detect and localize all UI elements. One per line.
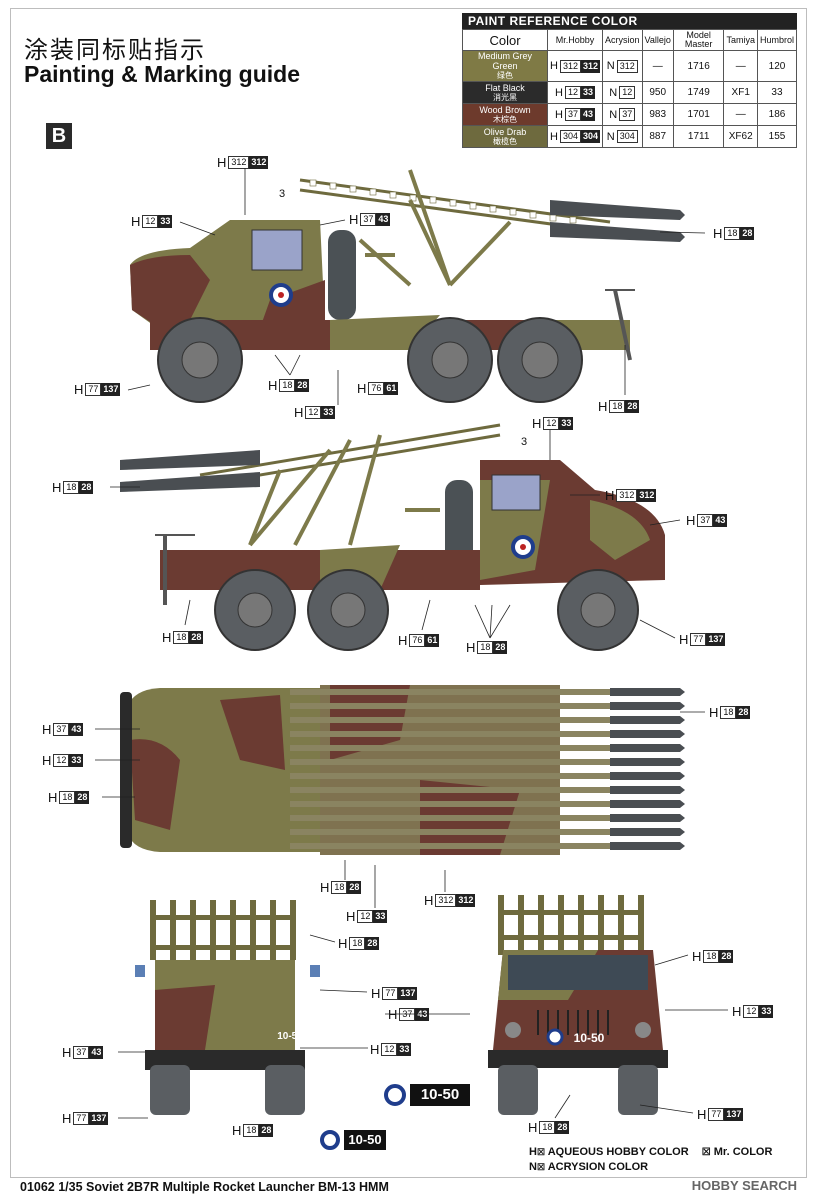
roundel-decal xyxy=(320,1130,340,1150)
launcher-frame xyxy=(358,169,512,287)
truck-rear-view xyxy=(135,900,320,1115)
page-frame xyxy=(10,8,807,1178)
rear-plate: 10-50 xyxy=(277,1031,303,1042)
launcher-rack xyxy=(498,895,644,955)
rear-frame xyxy=(145,1050,305,1070)
cab-window xyxy=(491,474,541,511)
rocket xyxy=(120,450,260,470)
wheel xyxy=(265,1065,305,1115)
wheel xyxy=(618,1065,658,1115)
cab-rear xyxy=(290,688,320,852)
truck-left-side-view xyxy=(120,423,665,651)
wheel xyxy=(150,1065,190,1115)
wheel xyxy=(498,1065,538,1115)
truck-right-side-view xyxy=(130,169,685,403)
spare-wheel xyxy=(328,230,356,320)
number-plate-decal-1: 10-50 xyxy=(410,1084,470,1106)
hobby-search-watermark: HOBBY SEARCH xyxy=(691,1178,797,1193)
truck-top-view xyxy=(120,685,685,855)
paint-reference-table: PAINT REFERENCE COLOR Color Mr.Hobby Acr… xyxy=(462,13,798,148)
rocket xyxy=(120,472,260,492)
launcher-frame xyxy=(248,434,440,547)
number-plate-decal-2: 10-50 xyxy=(344,1130,386,1150)
paint-table-title: PAINT REFERENCE COLOR xyxy=(462,13,797,29)
front-bumper xyxy=(488,1050,668,1068)
decal-callout: 3 xyxy=(521,436,528,448)
cab-window xyxy=(251,229,303,271)
rocket xyxy=(550,200,685,220)
view-letter-badge: B xyxy=(46,123,72,149)
front-bumper xyxy=(120,692,132,848)
page-title: Painting & Marking guide xyxy=(24,61,301,87)
windshield xyxy=(508,955,648,990)
rocket-tips xyxy=(610,688,685,850)
decal-callout: 3 xyxy=(279,188,286,200)
title-chinese: 涂装同标贴指示 xyxy=(24,36,206,64)
legend-acrysion: N☒ ACRYSION COLOR xyxy=(529,1161,649,1173)
rocket-tubes xyxy=(290,689,640,849)
footer-product-title: 01062 1/35 Soviet 2B7R Multiple Rocket L… xyxy=(20,1180,389,1194)
front-plate: 10-50 xyxy=(573,1031,605,1045)
roundel-insignia xyxy=(546,1028,564,1046)
legend-hobby: H☒ AQUEOUS HOBBY COLOR ☒ Mr. COLOR xyxy=(529,1146,773,1158)
grille xyxy=(537,1010,609,1035)
launcher-rack xyxy=(150,900,296,960)
rocket xyxy=(550,222,685,242)
roundel-decal xyxy=(384,1084,406,1106)
truck-front-view xyxy=(488,895,668,1115)
